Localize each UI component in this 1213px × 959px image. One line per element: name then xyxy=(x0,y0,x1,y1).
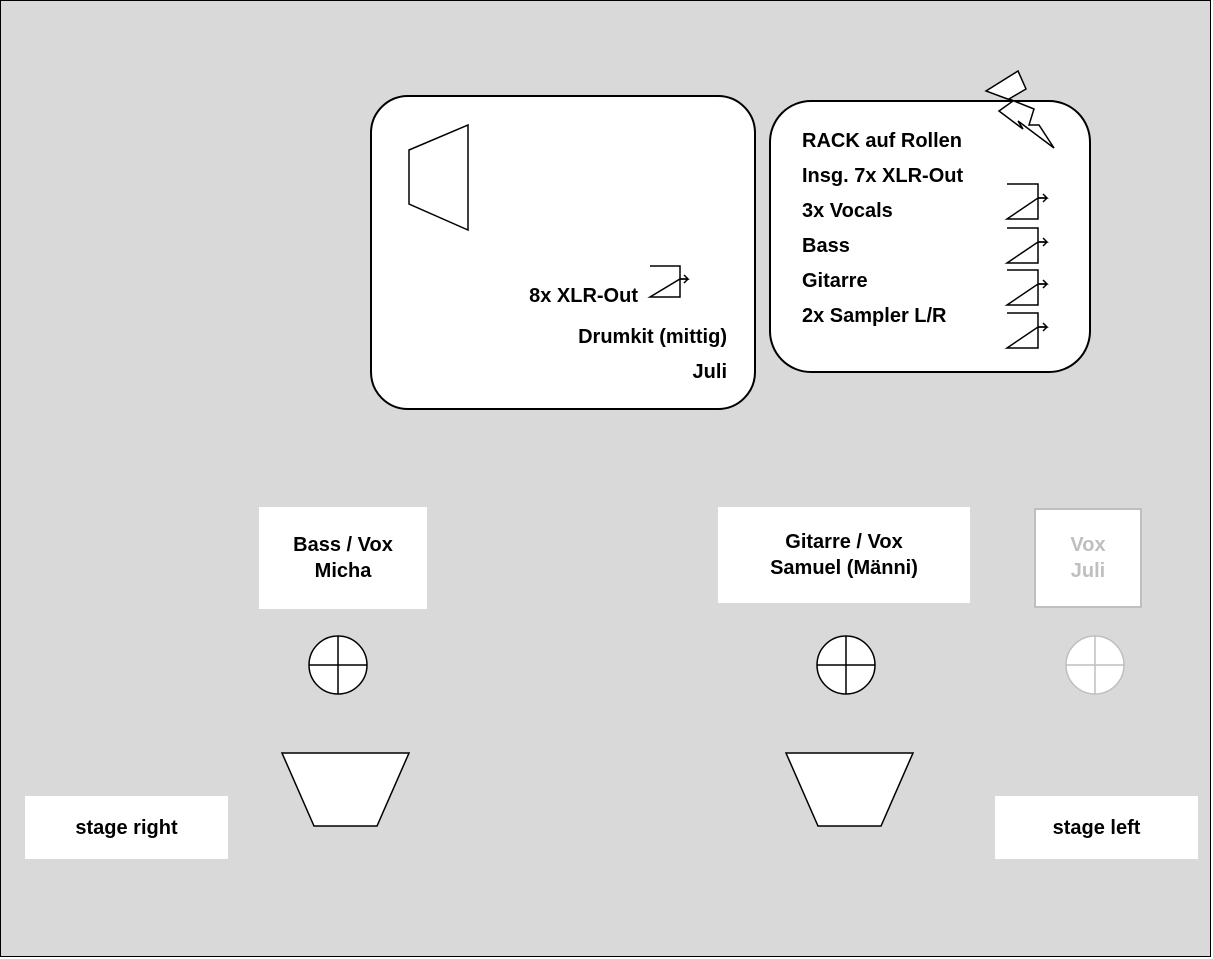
power-bolt-icon xyxy=(984,69,1055,149)
rack-line-2: Insg. 7x XLR-Out xyxy=(802,165,964,187)
drum-xlr-label: 8x XLR-Out xyxy=(529,285,638,307)
xlr-out-icon xyxy=(1004,312,1049,349)
vox-position-label: Vox Juli xyxy=(1034,508,1142,608)
drum-player-label: Juli xyxy=(692,361,727,383)
drum-riser-box: 8x XLR-Out Drumkit (mittig) Juli xyxy=(370,95,756,410)
bass-role: Bass / Vox xyxy=(293,534,393,556)
guitar-position-label: Gitarre / Vox Samuel (Männi) xyxy=(718,507,970,603)
monitor-wedge-icon xyxy=(408,123,469,232)
guitar-role: Gitarre / Vox xyxy=(785,531,903,553)
vox-player: Juli xyxy=(1070,560,1106,582)
xlr-out-icon xyxy=(647,265,690,298)
rack-line-6: 2x Sampler L/R xyxy=(802,305,947,327)
vox-role: Vox xyxy=(1070,534,1106,556)
mic-stand-icon xyxy=(816,635,876,695)
bass-player: Micha xyxy=(314,560,372,582)
stage-right-text: stage right xyxy=(75,816,178,839)
monitor-wedge-icon xyxy=(280,752,411,827)
stage-right-label: stage right xyxy=(25,796,228,859)
rack-line-3: 3x Vocals xyxy=(802,200,893,222)
rack-line-5: Gitarre xyxy=(802,270,868,292)
xlr-out-icon xyxy=(1004,227,1049,264)
rack-line-4: Bass xyxy=(802,235,850,257)
xlr-out-icon xyxy=(1004,183,1049,220)
monitor-wedge-icon xyxy=(784,752,915,827)
stage-left-text: stage left xyxy=(1052,816,1141,839)
xlr-out-icon xyxy=(1004,269,1049,306)
mic-stand-icon xyxy=(1065,635,1125,695)
mic-stand-icon xyxy=(308,635,368,695)
guitar-player: Samuel (Männi) xyxy=(770,557,918,579)
stage-left-label: stage left xyxy=(995,796,1198,859)
rack-line-1: RACK auf Rollen xyxy=(802,130,962,152)
bass-position-label: Bass / Vox Micha xyxy=(259,507,427,609)
drum-instrument-label: Drumkit (mittig) xyxy=(578,326,727,348)
